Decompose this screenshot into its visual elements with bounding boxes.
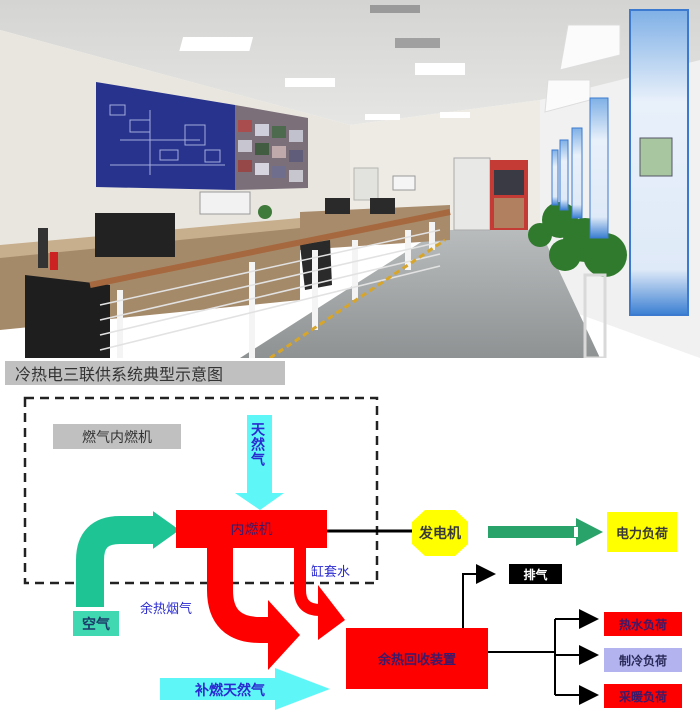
cchp-diagram: 冷热电三联供系统典型示意图 燃气内燃机 天然气 内燃机 缸套水 空气 余热烟气 … [0, 358, 700, 718]
engine-boundary [23, 396, 379, 585]
natural-gas-label: 天然气 [249, 422, 265, 467]
cooling-load-node: 制冷负荷 [604, 648, 682, 672]
control-room-illustration [0, 0, 700, 358]
diagram-shapes [23, 396, 603, 710]
heating-load-node: 采暖负荷 [604, 684, 682, 708]
supplementary-gas-label: 补燃天然气 [195, 683, 265, 699]
engine-group-label: 燃气内燃机 [53, 424, 181, 449]
control-room-photo [0, 0, 700, 358]
exhaust-node: 排气 [509, 564, 562, 584]
air-arrowhead [153, 511, 180, 549]
air-node: 空气 [73, 611, 119, 636]
hot-water-load-node: 热水负荷 [604, 612, 682, 636]
engine-node: 内燃机 [176, 510, 327, 548]
power-load-node: 电力负荷 [607, 512, 677, 552]
heat-recovery-node: 余热回收装置 [346, 628, 488, 689]
generator-node: 发电机 [419, 526, 461, 542]
generator-shape [412, 510, 468, 556]
waste-flue-gas-label: 余热烟气 [140, 602, 193, 617]
jacket-water-label: 缸套水 [311, 565, 351, 580]
diagram-title: 冷热电三联供系统典型示意图 [5, 361, 285, 385]
natural-gas-arrow [235, 415, 284, 510]
